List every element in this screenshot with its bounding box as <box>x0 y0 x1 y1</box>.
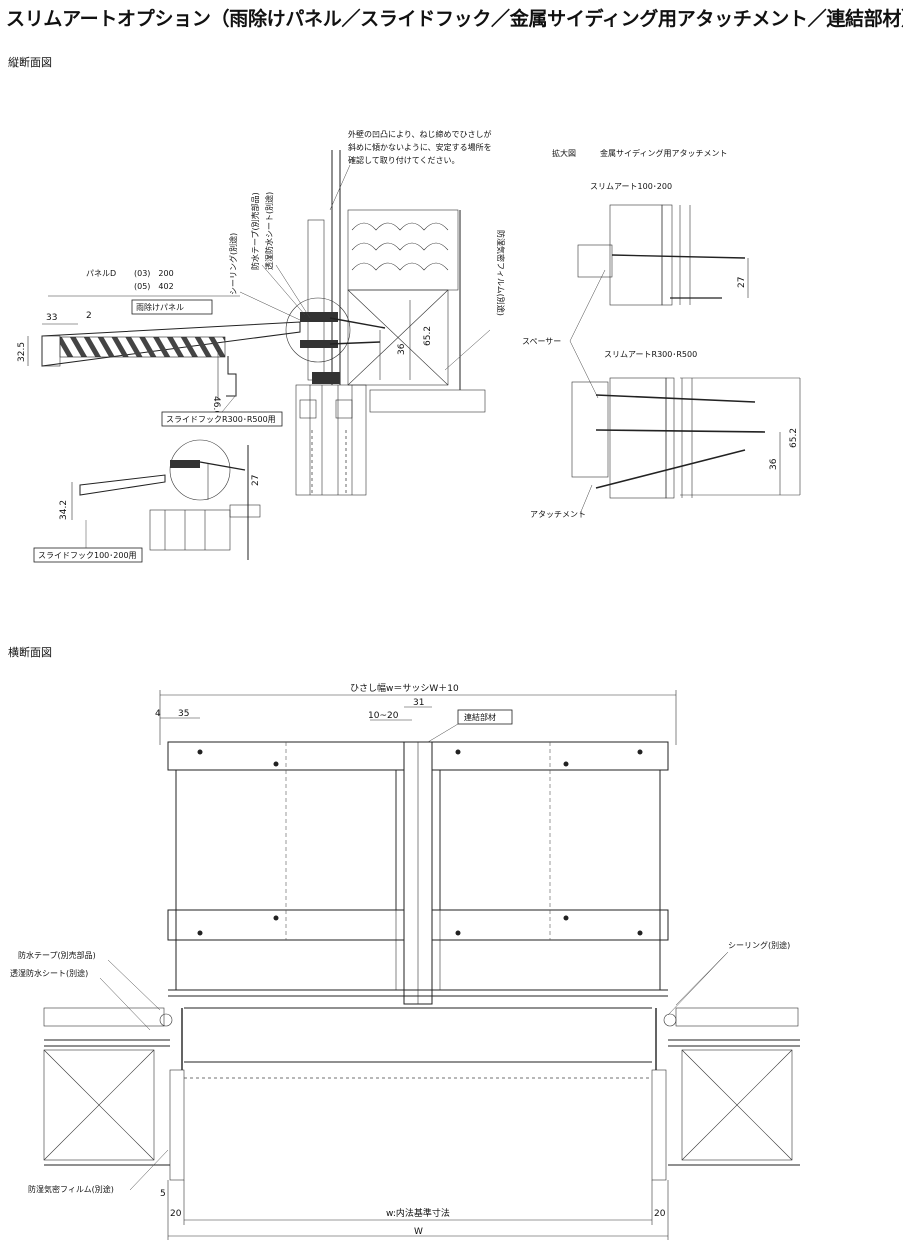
h-breathable-sheet-label: 透湿防水シート(別途) <box>10 968 88 978</box>
horizontal-labels: 防水テープ(別売部品) 透湿防水シート(別途) シーリング(別途) 防湿気密フィ… <box>10 940 790 1194</box>
dim-27: 27 <box>251 475 261 486</box>
dim-2: 2 <box>86 311 92 321</box>
dim-36: 36 <box>397 343 407 355</box>
vertical-section: 33 2 32.5 46.6 36 65.2 34.2 27 外壁の凹凸により、… <box>17 129 506 563</box>
detail-section: 拡大図 金属サイディング用アタッチメント スリムアート100･200 27 スペ… <box>522 148 801 519</box>
canopy-width-label: ひさし幅w＝サッシW＋10 <box>350 682 459 694</box>
section-vertical-label: 縦断面図 <box>8 56 52 69</box>
slim-r-label: スリムアートR300･R500 <box>604 350 697 359</box>
h-vapor-film-label: 防湿気密フィルム(別途) <box>28 1184 114 1194</box>
dim-31: 31 <box>413 698 424 708</box>
breathable-sheet-label: 透湿防水シート(別途) <box>264 192 274 270</box>
horizontal-bottom-dimensions: 5 20 20 w:内法基準寸法 W <box>160 1180 669 1240</box>
section-horizontal-label: 横断面図 <box>8 646 52 659</box>
dim-4: 4 <box>155 709 161 719</box>
vapor-film-label: 防湿気密フィルム(別途) <box>496 230 506 316</box>
detail-lower: 36 65.2 <box>571 377 801 499</box>
detail-upper: 27 <box>577 204 749 306</box>
canopy-panel <box>41 297 386 397</box>
note-line-1: 外壁の凹凸により、ねじ締めでひさしが <box>348 129 492 139</box>
waterproof-tape-label: 防水テープ(別売部品) <box>250 192 260 270</box>
h-waterproof-tape-label: 防水テープ(別売部品) <box>18 950 96 960</box>
note-line-3: 確認して取り付けてください。 <box>348 155 460 165</box>
detail-header-right: 金属サイディング用アタッチメント <box>600 148 727 158</box>
wall-structure <box>295 150 486 496</box>
slide-hook-100-detail: スライドフック100･200用 <box>33 439 261 563</box>
joint-label: 連結部材 <box>464 712 496 722</box>
rain-panel-label: 雨除けパネル <box>136 302 184 312</box>
dim-W: W <box>414 1227 423 1237</box>
attachment-label: アタッチメント <box>530 510 586 519</box>
detail-dim-36: 36 <box>769 458 779 470</box>
horizontal-dimensions: ひさし幅w＝サッシW＋10 4 35 31 10~20 連結部材 <box>155 682 677 745</box>
panel-row-03: (03) 200 <box>134 269 174 278</box>
page-title: スリムアートオプション（雨除けパネル／スライドフック／金属サイディング用アタッチ… <box>6 8 903 30</box>
dim-65-2: 65.2 <box>423 326 433 346</box>
sealing-label: シーリング(別途) <box>228 233 238 295</box>
vertical-labels: 外壁の凹凸により、ねじ締めでひさしが 斜めに傾かないように、安定する場所を 確認… <box>86 129 506 427</box>
panel-label: パネルD <box>86 269 116 278</box>
detail-header-left: 拡大図 <box>552 148 576 158</box>
slide-hook-r-label: スライドフックR300･R500用 <box>166 415 276 424</box>
dim-46-6: 46.6 <box>211 396 221 416</box>
h-sealing-label: シーリング(別途) <box>728 940 790 950</box>
slide-hook-100-label: スライドフック100･200用 <box>38 551 137 560</box>
dim-35: 35 <box>178 709 189 719</box>
dim-33: 33 <box>46 313 57 323</box>
note-line-2: 斜めに傾かないように、安定する場所を <box>348 142 492 152</box>
vertical-dimensions: 33 2 32.5 46.6 36 65.2 34.2 27 <box>17 295 433 520</box>
inner-dimension-label: w:内法基準寸法 <box>386 1207 450 1219</box>
dim-20-right: 20 <box>654 1209 666 1219</box>
horizontal-section: ひさし幅w＝サッシW＋10 4 35 31 10~20 連結部材 <box>10 682 800 1240</box>
dim-10-20: 10~20 <box>368 711 399 721</box>
spacer-label: スペーサー <box>522 337 561 346</box>
dim-34-2: 34.2 <box>59 500 69 520</box>
canopy-plan <box>167 741 669 1005</box>
dim-32-5: 32.5 <box>17 342 27 362</box>
slim-100-label: スリムアート100･200 <box>590 182 672 191</box>
detail-dim-27: 27 <box>737 277 747 288</box>
panel-row-05: (05) 402 <box>134 282 174 291</box>
dim-20-left: 20 <box>170 1209 182 1219</box>
wall-plan <box>43 1007 800 1181</box>
detail-dim-65-2: 65.2 <box>789 428 799 448</box>
dim-5: 5 <box>160 1189 166 1199</box>
